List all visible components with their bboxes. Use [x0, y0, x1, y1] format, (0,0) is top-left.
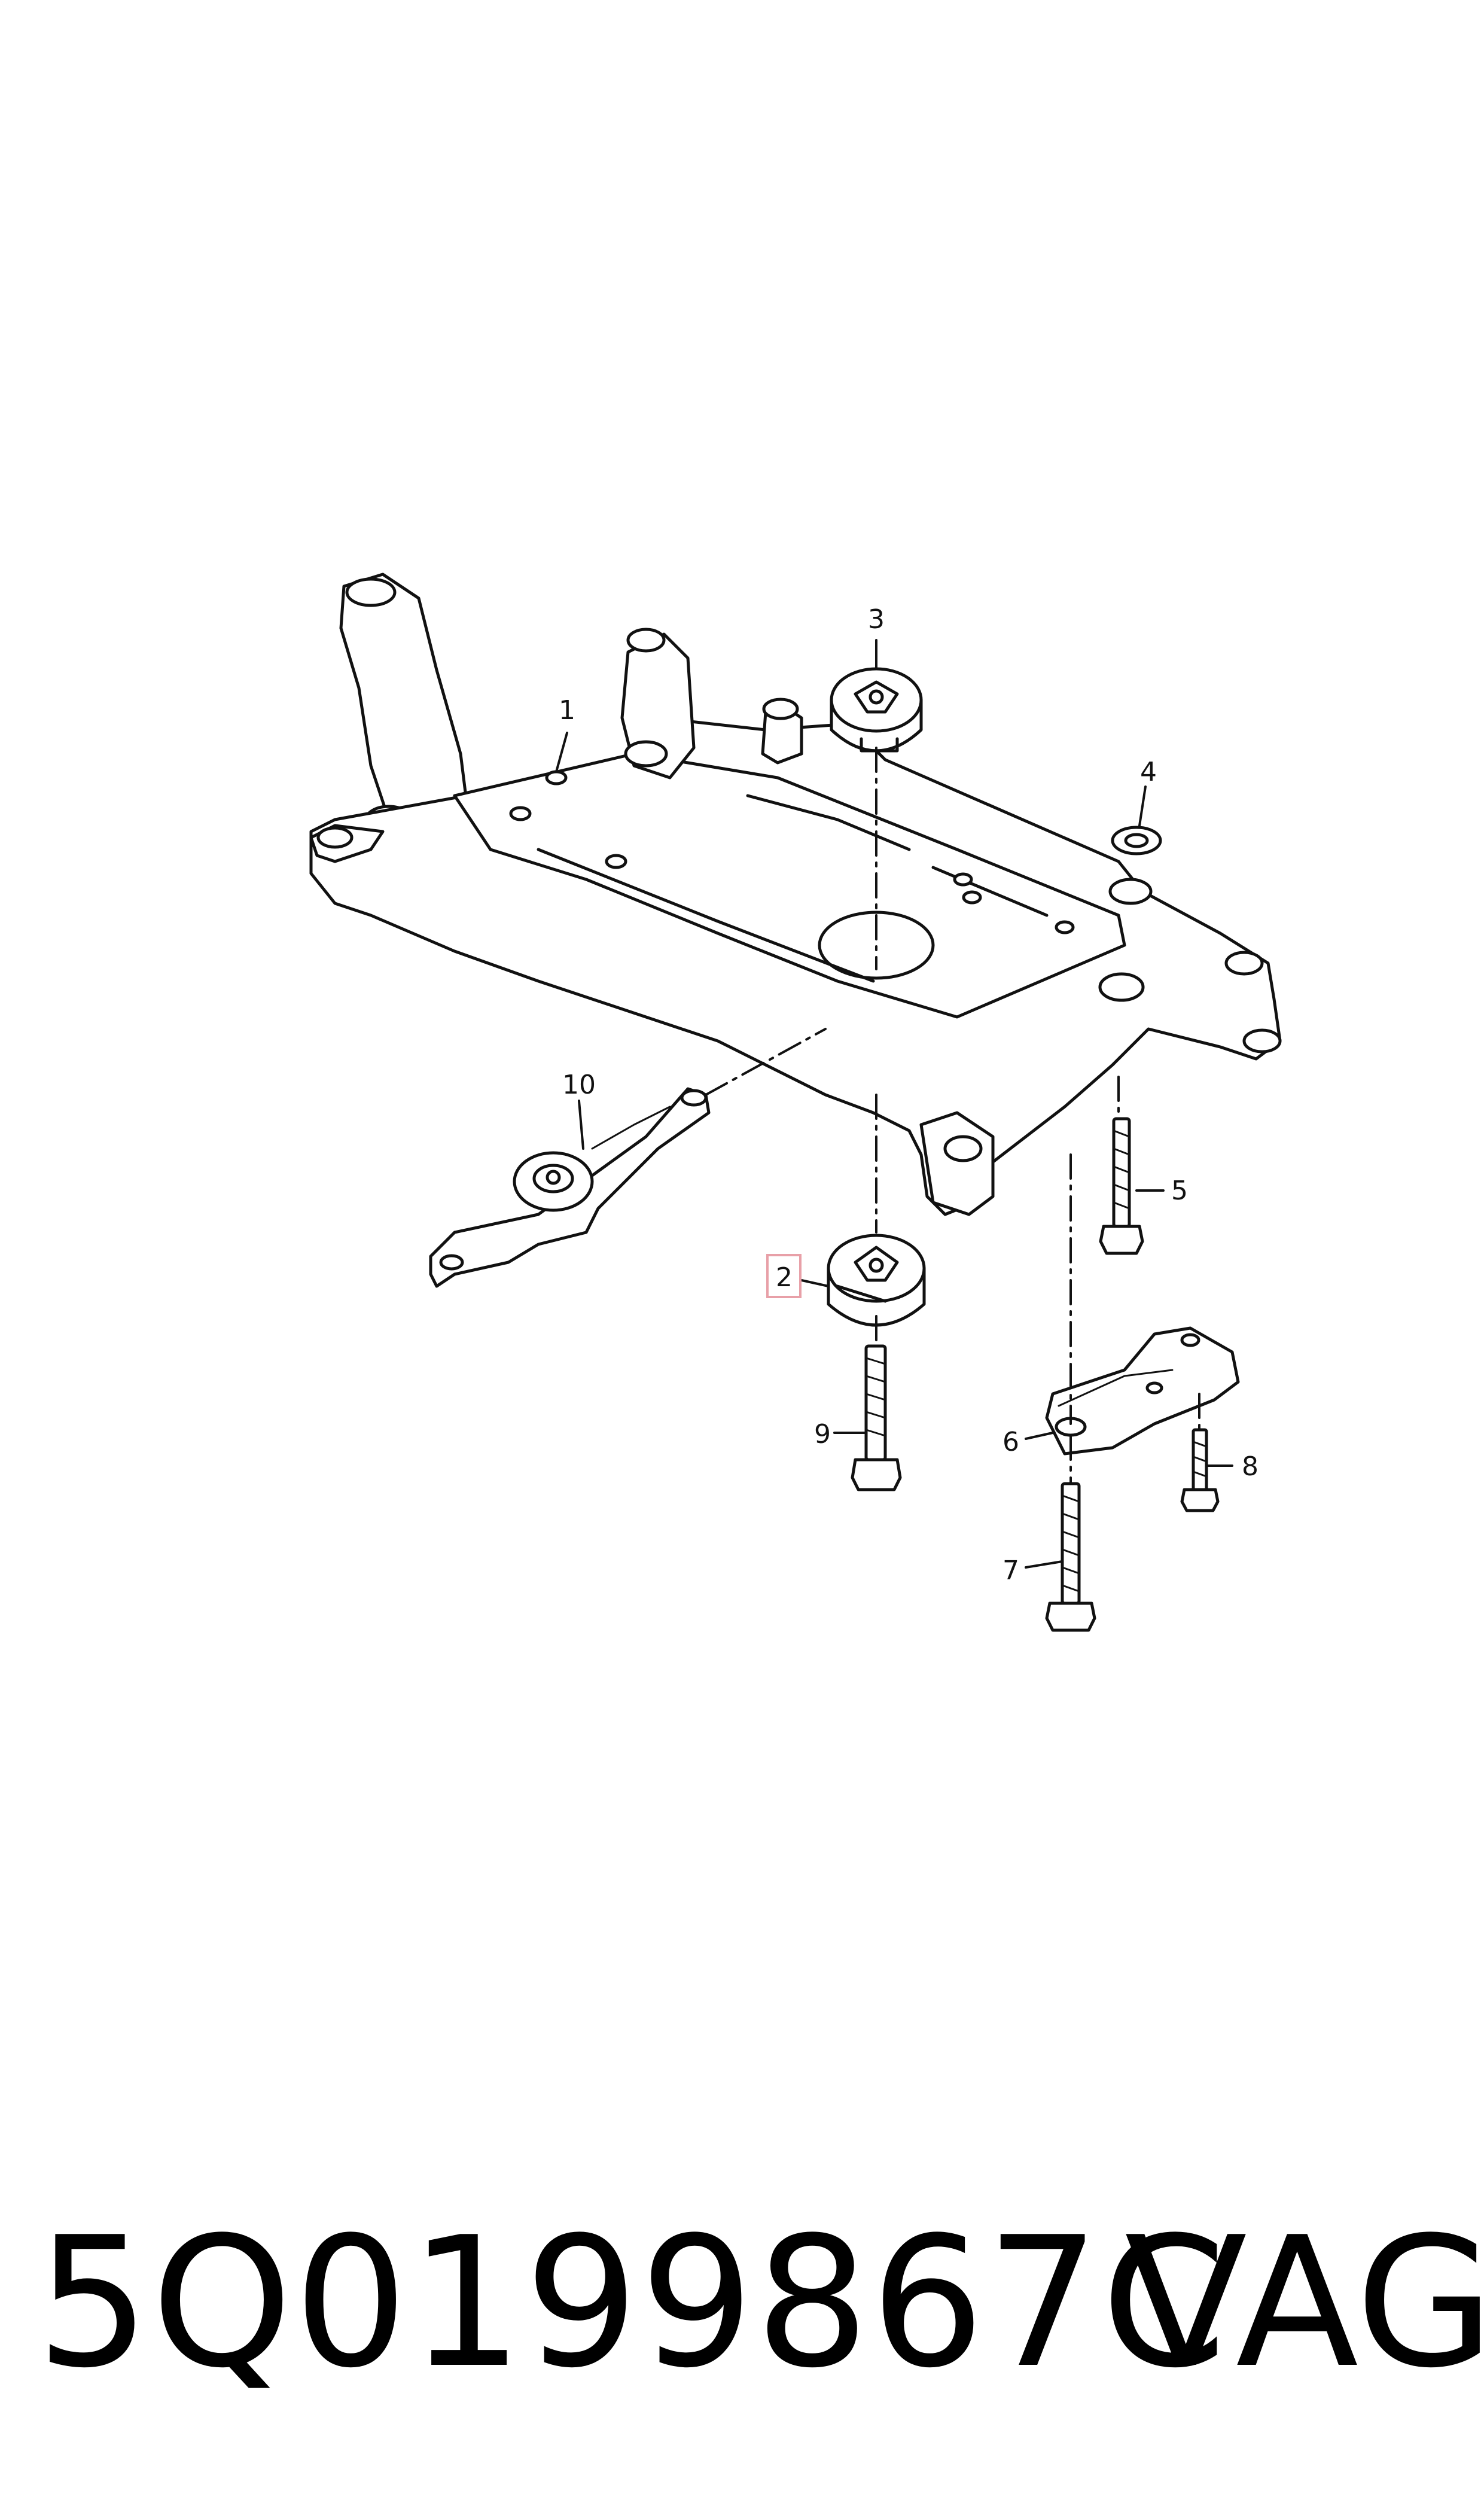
callout-6: 6 — [1002, 1427, 1019, 1457]
bolt-7 — [1045, 1482, 1096, 1632]
callout-2: 2 — [776, 1262, 793, 1293]
callout-5: 5 — [1171, 1176, 1188, 1206]
mounting-bracket — [1045, 1326, 1240, 1456]
bolt-9 — [851, 1344, 902, 1491]
assembly-lines — [705, 747, 1200, 1485]
bolt-5 — [1099, 1117, 1144, 1255]
bolt-8 — [1180, 1428, 1220, 1512]
lower-bushing — [827, 1234, 926, 1327]
subframe-crossmember — [309, 573, 1282, 1216]
callout-8: 8 — [1242, 1451, 1258, 1482]
torque-rod — [429, 1087, 711, 1288]
washer — [1111, 826, 1162, 855]
highlighted-callout-box — [766, 1254, 802, 1298]
callout-10: 10 — [562, 1070, 596, 1100]
callout-7: 7 — [1002, 1555, 1019, 1586]
leader-lines — [555, 639, 1233, 1569]
upper-bushing — [830, 667, 923, 753]
callout-3: 3 — [868, 604, 885, 635]
callout-1: 1 — [559, 695, 575, 726]
callout-9: 9 — [814, 1419, 831, 1450]
part-number: 5Q0199867C — [36, 2199, 1228, 2407]
callout-4: 4 — [1140, 757, 1157, 787]
brand-name: VAG — [1125, 2199, 1484, 2407]
